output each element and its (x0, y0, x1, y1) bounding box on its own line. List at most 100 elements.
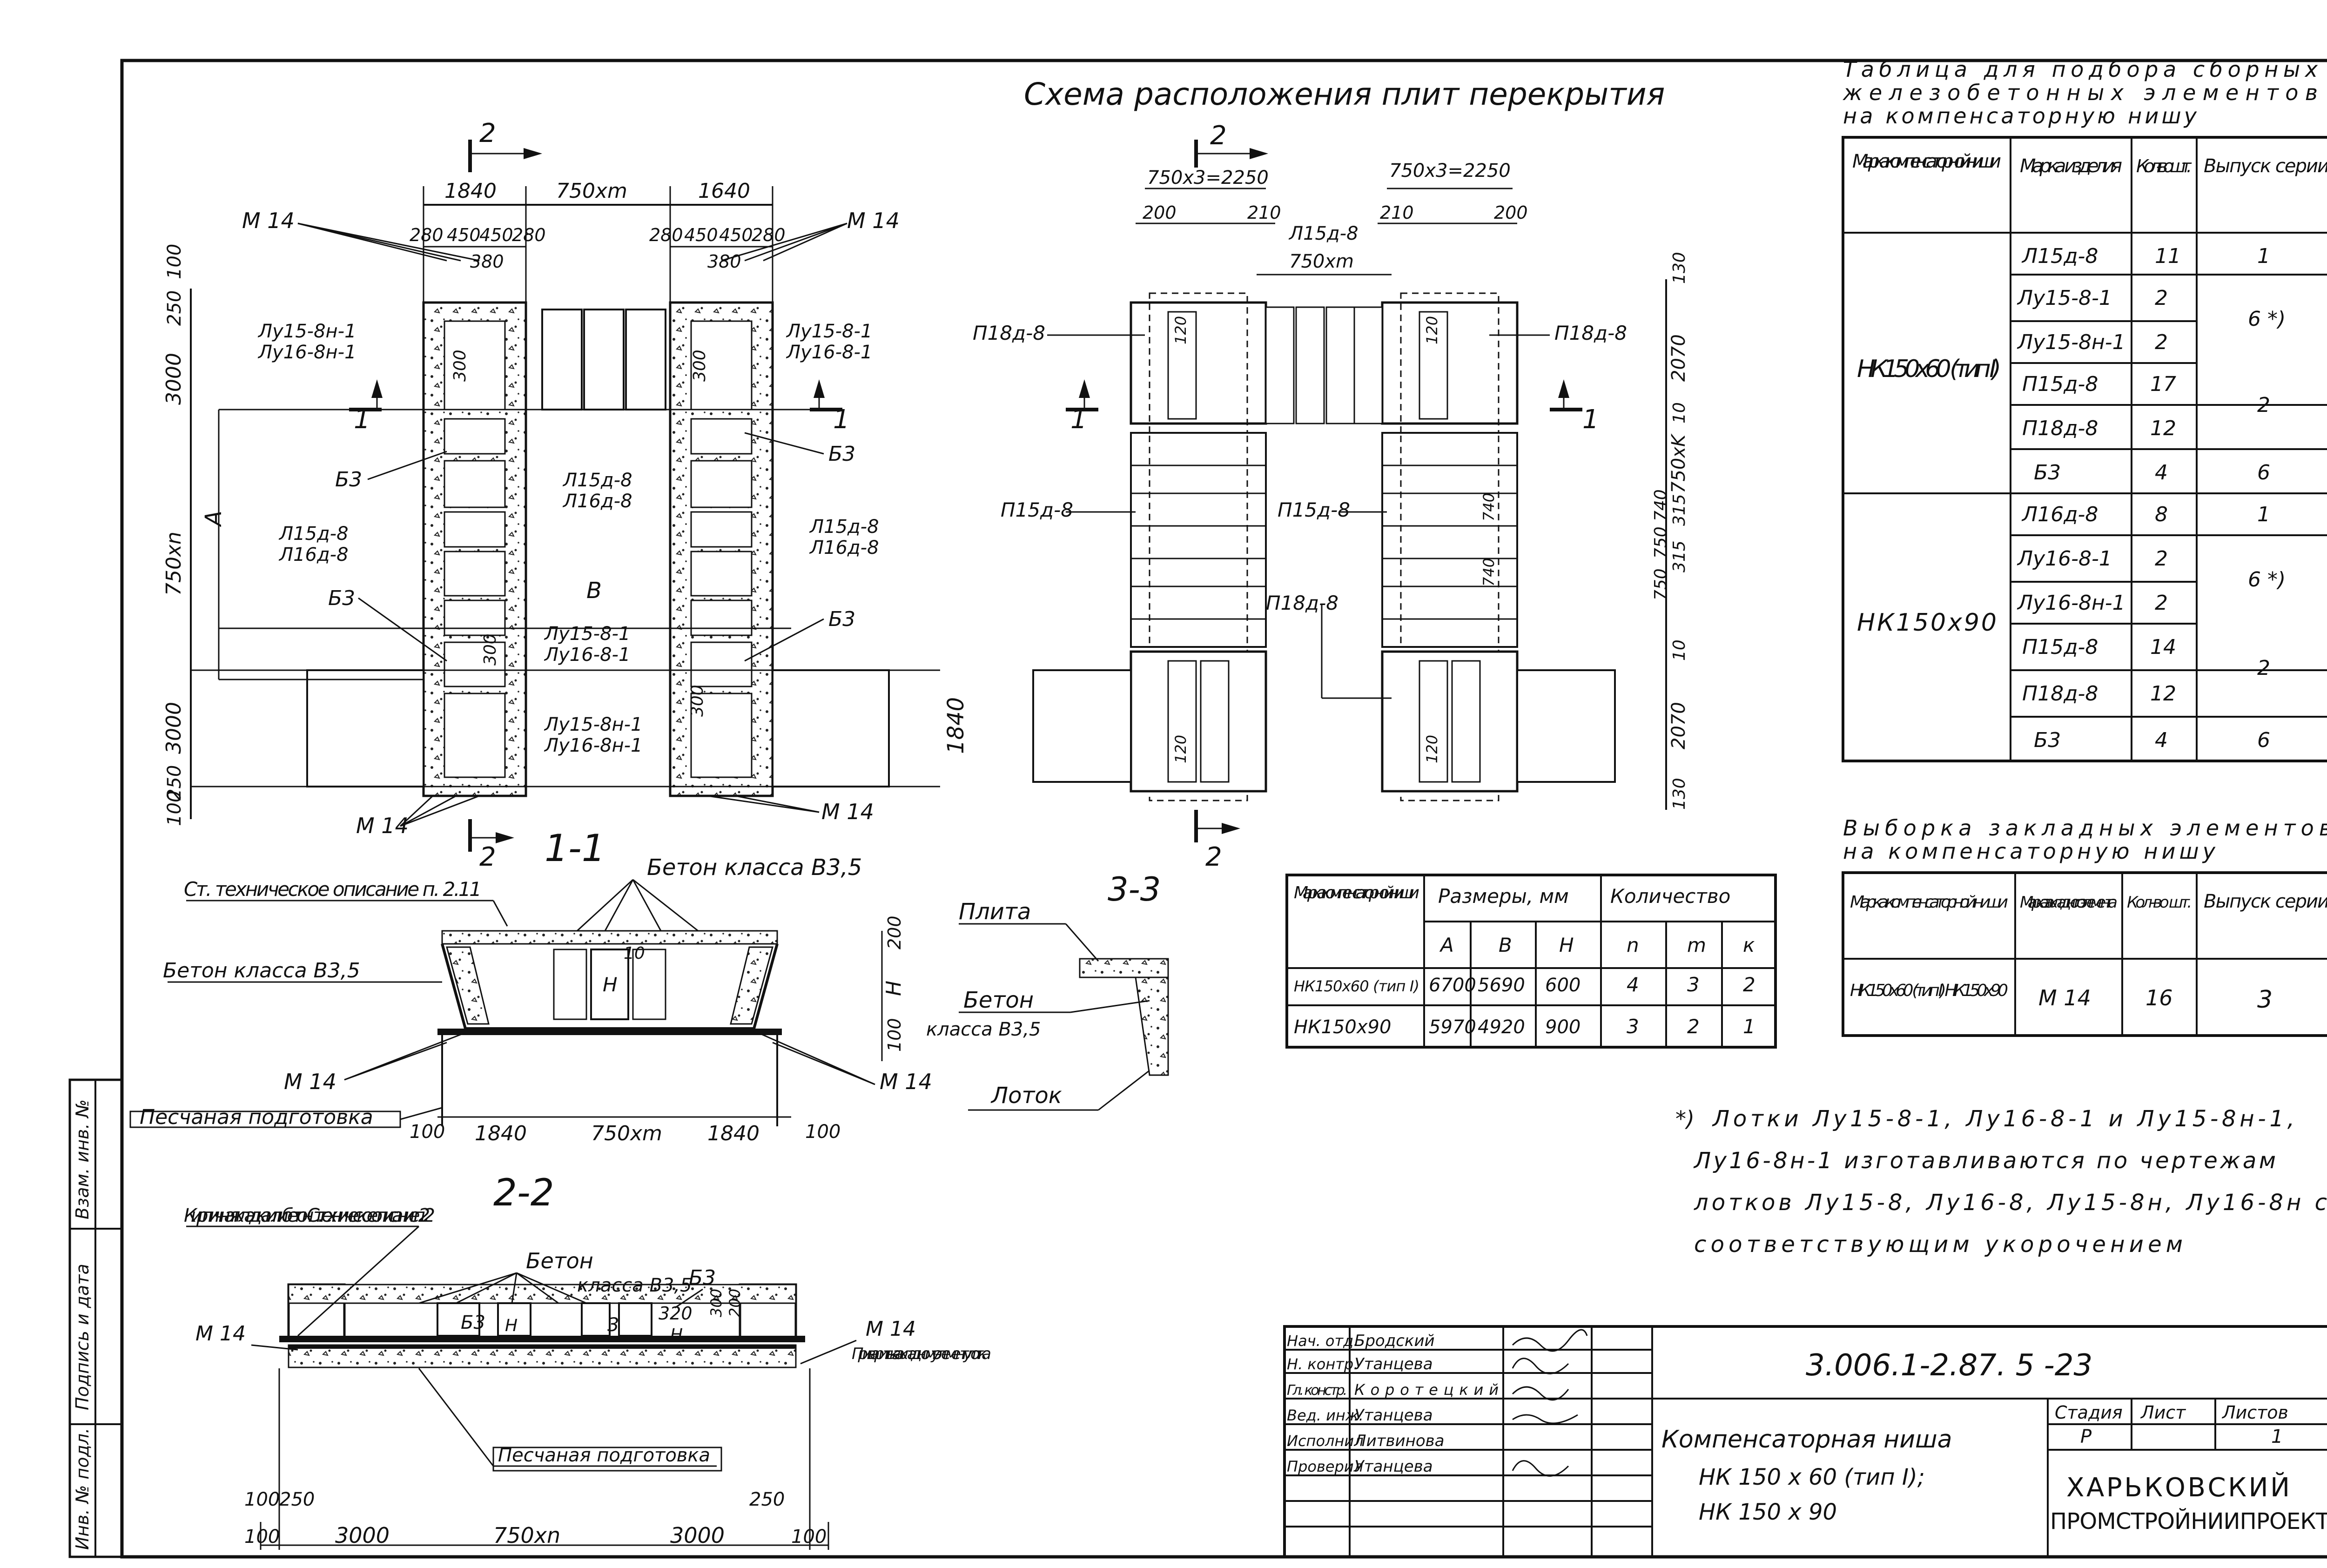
dim-210-a: 210 (1247, 202, 1281, 223)
note-line-4: соответствующим укорочением (1694, 1232, 2183, 1258)
rdim-2070-bottom: 2070 (1668, 702, 1689, 749)
td-r2-a: 5970 (1429, 1016, 1476, 1038)
stamp-val-stage: Р (2080, 1426, 2092, 1447)
group2-mark: НК150х90 (1857, 609, 1997, 637)
dim-210-b: 210 (1380, 202, 1414, 223)
side-dim-250-top: 250 (164, 290, 185, 326)
dim-280-c: 280 (649, 225, 683, 245)
s11-label-tech-desc: Ст. техническое описание п. 2.11 (184, 878, 482, 901)
g1-r4-series: 2 (2257, 393, 2270, 417)
section-marker-2-top-left: 2 (468, 118, 542, 172)
s22-label-m14-r: М 14 (866, 1317, 916, 1341)
side-dim-3000-bottom: 3000 (162, 702, 186, 754)
td-r1-k: 2 (1743, 973, 1755, 996)
stamp-role-3: Гл. констр. (1287, 1382, 1347, 1399)
dim-2250-b: 750x3=2250 (1389, 160, 1511, 182)
te-r-item: М 14 (2038, 985, 2091, 1010)
label-b3-a: Б3 (335, 468, 362, 491)
s22-inner-3: 3 (607, 1314, 619, 1336)
g2-r6-item: Б3 (2034, 728, 2061, 752)
stamp-name-3: Коротецкий (1354, 1381, 1499, 1399)
section-3-3: 3-3 Плита Бетон класса В3,5 Лоток (926, 870, 1169, 1111)
g1-r3-qty: 2 (2155, 330, 2168, 354)
plan-right: 750x3=2250 750x3=2250 200 210 210 200 Л1… (973, 121, 1689, 872)
te-h-item: Марка закладного элемента (2020, 893, 2118, 912)
label-l15d-8-top: Л15д-8 (1288, 223, 1359, 244)
label-p15d-8-l: П15д-8 (1001, 498, 1073, 521)
stamp-name-line-3: НК 150 х 90 (1699, 1499, 1837, 1525)
g1-r6-qty: 4 (2155, 461, 2168, 485)
side-dim-100-bottom: 100 (164, 791, 185, 826)
th-series: Выпуск серии (2204, 155, 2327, 177)
section-marker-2-bottom-left: 2 (468, 819, 514, 872)
margin-sign-label: Подпись и дата (72, 1264, 93, 1410)
label-lu16-8n-1-l: Лу16-8н-1 (257, 342, 356, 363)
inner-740-b: 740 (1480, 558, 1498, 586)
rdim-740: 740 (1651, 489, 1670, 521)
g2-r1-series: 1 (2257, 503, 2270, 526)
label-l16d-8-r: Л16д-8 (809, 537, 879, 559)
s22-label-beton: Бетон (526, 1248, 593, 1273)
dim-2250-a: 750x3=2250 (1147, 167, 1269, 188)
dim-300-a: 300 (451, 350, 470, 382)
s11-dim-1840-l: 1840 (475, 1122, 527, 1145)
s22-label-weld: Приварить к закладному элементу лотка (852, 1345, 991, 1363)
label-lu15-8n-1-l: Лу15-8н-1 (257, 321, 356, 342)
table-dims: Марка компенсаторной ниши Размеры, мм Ко… (1285, 874, 1777, 1049)
g1-r3-item: Лу15-8н-1 (2017, 330, 2125, 354)
svg-text:2: 2 (1210, 121, 1227, 151)
margin-replace-label: Взам. инв. № (72, 1099, 93, 1219)
label-m14-bl: М 14 (356, 813, 409, 838)
stamp-name-line-2: НК 150 х 60 (тип I); (1699, 1464, 1925, 1490)
section-marker-2-bottom-right: 2 (1194, 810, 1240, 872)
section-marker-1-right-a: 1 (1066, 379, 1098, 435)
g2-r3-item: Лу16-8н-1 (2017, 591, 2125, 615)
td-r2-k: 1 (1743, 1015, 1755, 1038)
g2-r1-qty: 8 (2155, 503, 2168, 526)
g2-r2-qty: 2 (2155, 547, 2168, 571)
label-m14-tr: М 14 (847, 208, 900, 233)
td-sh-m: m (1687, 934, 1706, 956)
svg-text:1: 1 (1582, 404, 1599, 435)
te-title-2: на компенсаторную нишу (1843, 839, 2216, 864)
th-qty: Кол-во шт. (2136, 156, 2192, 176)
drawing-title: Схема расположения плит перекрытия (1024, 76, 1665, 112)
th-mark: Марка компенсаторной ниши (1852, 151, 2001, 172)
label-b3-c: Б3 (328, 586, 355, 610)
te-h-mark: Марка компенсаторной ниши (1850, 893, 2008, 912)
s22-inner-h-a: Н (505, 1316, 518, 1335)
label-lu15-8-1-m: Лу15-8-1 (544, 623, 630, 645)
s11-label-beton-top: Бетон класса В3,5 (647, 855, 862, 881)
stamp-role-1: Нач. отд. (1287, 1332, 1358, 1350)
label-p18d-8-m: П18д-8 (1266, 592, 1338, 614)
td-r1-mark: НК150х60 (тип I) (1294, 977, 1419, 995)
s22-label-sand: Песчаная подготовка (498, 1445, 710, 1466)
label-p15d-8-m: П15д-8 (1278, 498, 1350, 521)
stamp-name-2: Утанцева (1354, 1355, 1433, 1373)
dim-380-b: 380 (707, 251, 741, 272)
letter-a: А (201, 511, 227, 527)
g2-r5-qty: 12 (2150, 682, 2176, 706)
stamp-org-1: ХАРЬКОВСКИЙ (2066, 1472, 2290, 1503)
title-block: Нач. отд. Н. контр. Гл. констр. Вед. инж… (1283, 1325, 2327, 1558)
td-r2-n: 3 (1627, 1015, 1639, 1038)
stamp-hdr-stage: Стадия (2055, 1402, 2123, 1423)
th-item: Марка изделия (2020, 155, 2122, 177)
dim-750xm-right: 750xm (1289, 251, 1354, 272)
dim-1840-top: 1840 (444, 179, 497, 203)
g2-r5-item: П18д-8 (2022, 682, 2098, 706)
g1-r1-qty: 11 (2155, 244, 2181, 268)
s22-inner-200: 200 (726, 1289, 744, 1317)
label-m14-tl: М 14 (242, 208, 295, 233)
dim-280-b: 280 (512, 225, 546, 245)
td-r2-b: 4920 (1478, 1016, 1525, 1038)
rdim-10-b: 10 (1670, 639, 1689, 661)
s22-dim-3000-l: 3000 (335, 1523, 390, 1548)
label-l16d-8-m: Л16д-8 (562, 491, 632, 512)
td-r2-h: 900 (1545, 1016, 1580, 1038)
rdim-750-a: 750 (1651, 526, 1670, 559)
table-main-title-3: на компенсаторную нишу (1843, 103, 2197, 128)
section-marker-1-right: 1 (810, 379, 850, 435)
s22-label-b3-a: Б3 (689, 1266, 716, 1290)
